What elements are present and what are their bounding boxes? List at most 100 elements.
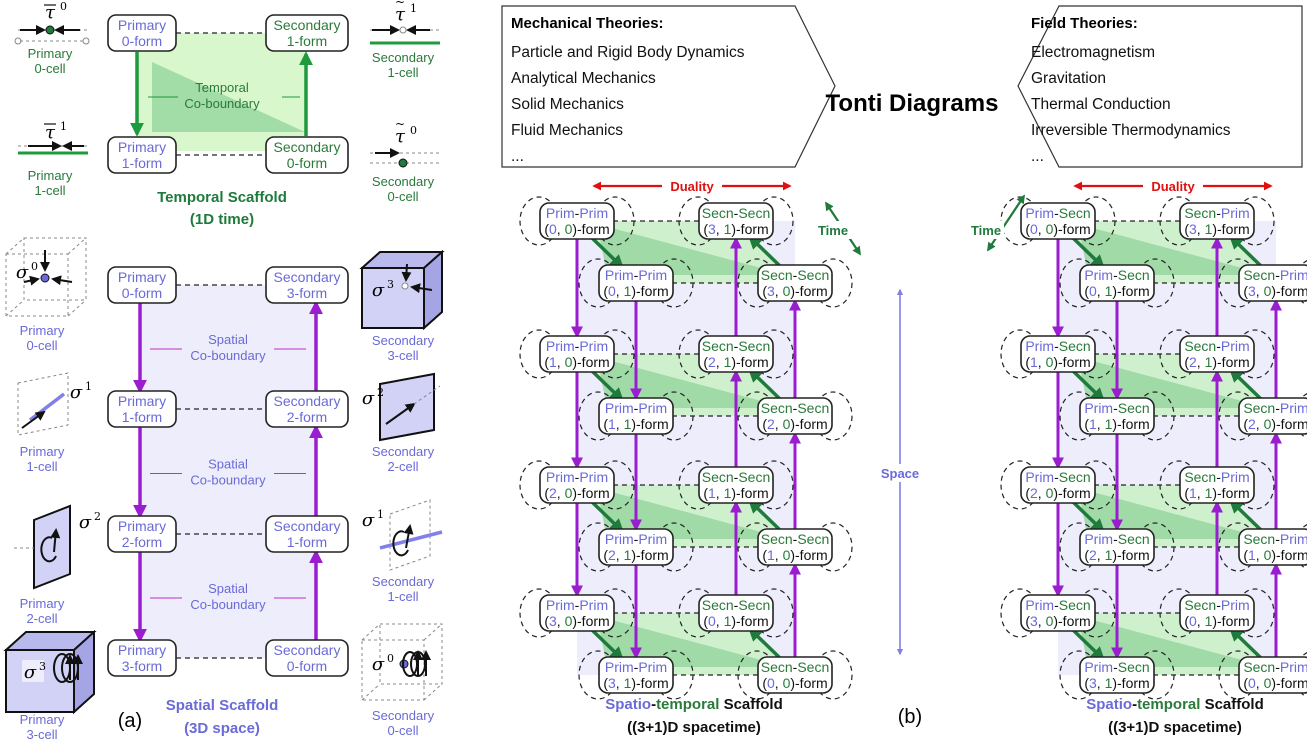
tonti-node-type: Secn-Prim xyxy=(1243,659,1307,675)
tonti-node-degree: (1, 1)-form xyxy=(603,416,668,432)
tonti-node-type: Secn-Prim xyxy=(1243,531,1307,547)
node-label: Primary xyxy=(118,518,166,534)
tonti-node-box xyxy=(1179,335,1255,373)
svg-text:Secondary: Secondary xyxy=(372,444,435,459)
tonti-form-node: Prim-Prim(2, 0)-form xyxy=(519,460,635,510)
tonti-node-type: Prim-Prim xyxy=(546,597,608,613)
mechanical-theories-title: Mechanical Theories: xyxy=(511,15,664,32)
svg-text:σ: σ xyxy=(372,280,385,301)
tonti-form-node: Secn-Prim(2, 0)-form xyxy=(1218,391,1307,441)
secondary-2-cell-icon: σ 2 Secondary 2-cell xyxy=(362,372,441,474)
node-label: 3-form xyxy=(122,658,162,674)
tonti-node-box xyxy=(598,528,674,566)
svg-text:σ: σ xyxy=(362,388,375,409)
tonti-node-box xyxy=(698,594,774,632)
svg-text:1: 1 xyxy=(60,120,67,133)
temporal-coboundary-line2: Co-boundary xyxy=(184,96,260,111)
primary-0-cell-icon: τ 0 Primary 0-cell xyxy=(14,0,90,76)
time-label: Time xyxy=(971,223,1001,238)
svg-text:σ: σ xyxy=(16,262,29,283)
tonti-form-node: Secn-Prim(3, 0)-form xyxy=(1218,258,1307,308)
temporal-coboundary-arrow xyxy=(1070,235,1106,269)
tonti-node-type: Secn-Prim xyxy=(1184,338,1249,354)
tonti-node-box xyxy=(1238,397,1307,435)
spacetime-axes: Space (b) xyxy=(881,288,922,728)
spatial-cell-icons: σ 0 Primary 0-cell σ 3 Secondary 3-cell … xyxy=(3,237,445,742)
time-arrow xyxy=(987,194,1025,252)
field-item: Electromagnetism xyxy=(1031,44,1155,61)
tonti-node-degree: (0, 1)-form xyxy=(603,283,668,299)
tonti-node-box xyxy=(1020,466,1096,504)
tonti-node-degree: (0, 0)-form xyxy=(1243,675,1307,691)
temporal-caption-title: Temporal Scaffold xyxy=(157,189,287,206)
tonti-form-node: Prim-Prim(0, 0)-form xyxy=(519,196,635,246)
temporal-coboundary-arrow xyxy=(747,235,783,269)
mechanical-item: Fluid Mechanics xyxy=(511,122,623,139)
panel-label-a: (a) xyxy=(118,710,142,732)
field-item: ... xyxy=(1031,148,1044,165)
primary-3-cell-cube-icon: σ 3 Primary 3-cell xyxy=(3,629,97,742)
svg-text:0: 0 xyxy=(31,260,38,273)
tonti-node-type: Secn-Prim xyxy=(1184,597,1249,613)
temporal-coboundary-arrow xyxy=(589,235,625,269)
svg-text:Primary: Primary xyxy=(20,323,65,338)
secondary-0-cell-icon: τ 0 ~ Secondary 0-cell xyxy=(370,117,440,204)
tonti-node-degree: (1, 1)-form xyxy=(1184,485,1249,501)
tonti-node-type: Secn-Secn xyxy=(702,469,771,485)
tonti-form-node: Prim-Secn(2, 0)-form xyxy=(1000,460,1116,510)
svg-text:1: 1 xyxy=(377,508,384,521)
time-label: Time xyxy=(818,223,848,238)
temporal-coboundary-arrow xyxy=(589,499,625,533)
tonti-node-degree: (3, 1)-form xyxy=(1084,675,1149,691)
svg-text:1: 1 xyxy=(85,380,92,393)
temporal-caption-subtitle: (1D time) xyxy=(190,211,254,228)
svg-text:3-cell: 3-cell xyxy=(26,727,57,742)
tonti-node-box xyxy=(698,466,774,504)
temporal-node-secondary-1-form: Secondary 1-form xyxy=(265,14,349,52)
tonti-node-type: Secn-Secn xyxy=(761,659,830,675)
spatiotemporal-caption-subtitle: ((3+1)D spacetime) xyxy=(1108,719,1242,736)
temporal-wedge xyxy=(597,357,787,408)
tonti-node-type: Prim-Secn xyxy=(1025,597,1090,613)
spatial-coboundary-line1: Spatial xyxy=(208,332,248,347)
svg-text:2-cell: 2-cell xyxy=(26,611,57,626)
mechanical-theories-box xyxy=(501,5,836,168)
svg-text:τ: τ xyxy=(395,126,406,147)
svg-text:Primary: Primary xyxy=(20,444,65,459)
svg-text:Primary: Primary xyxy=(118,139,166,155)
tonti-diagrams-title: Tonti Diagrams xyxy=(826,90,999,117)
tonti-node-degree: (3, 0)-form xyxy=(762,283,827,299)
tonti-node-type: Secn-Secn xyxy=(761,531,830,547)
tonti-node-box xyxy=(598,397,674,435)
tonti-form-node: Secn-Prim(3, 1)-form xyxy=(1159,196,1275,246)
mechanical-item: ... xyxy=(511,148,524,165)
svg-text:σ: σ xyxy=(362,510,375,531)
tonti-node-type: Secn-Prim xyxy=(1184,205,1249,221)
tonti-node-type: Secn-Secn xyxy=(761,267,830,283)
duality-label: Duality xyxy=(1151,179,1195,194)
tonti-form-node: Prim-Prim(3, 0)-form xyxy=(519,588,635,638)
tonti-node-degree: (3, 0)-form xyxy=(1243,283,1307,299)
tonti-node-type: Secn-Secn xyxy=(702,338,771,354)
node-label: Primary xyxy=(118,642,166,658)
tonti-node-type: Prim-Secn xyxy=(1084,267,1149,283)
svg-text:τ: τ xyxy=(45,2,56,23)
svg-text:Primary: Primary xyxy=(28,46,73,61)
svg-text:Secondary: Secondary xyxy=(372,333,435,348)
spatial-coboundary-line2: Co-boundary xyxy=(190,597,266,612)
tonti-node-type: Secn-Secn xyxy=(702,205,771,221)
tonti-node-degree: (0, 0)-form xyxy=(544,221,609,237)
svg-text:0-cell: 0-cell xyxy=(387,723,418,738)
temporal-scaffold: Temporal Co-boundary Primary 0-form Seco… xyxy=(14,0,440,228)
spatial-caption-subtitle: (3D space) xyxy=(184,720,260,737)
svg-text:Primary: Primary xyxy=(20,712,65,727)
temporal-triangle xyxy=(152,62,305,132)
svg-text:1-cell: 1-cell xyxy=(26,459,57,474)
tonti-node-type: Prim-Secn xyxy=(1025,469,1090,485)
svg-text:0-cell: 0-cell xyxy=(387,189,418,204)
tonti-node-type: Prim-Prim xyxy=(605,659,667,675)
svg-text:Secondary: Secondary xyxy=(274,17,341,33)
